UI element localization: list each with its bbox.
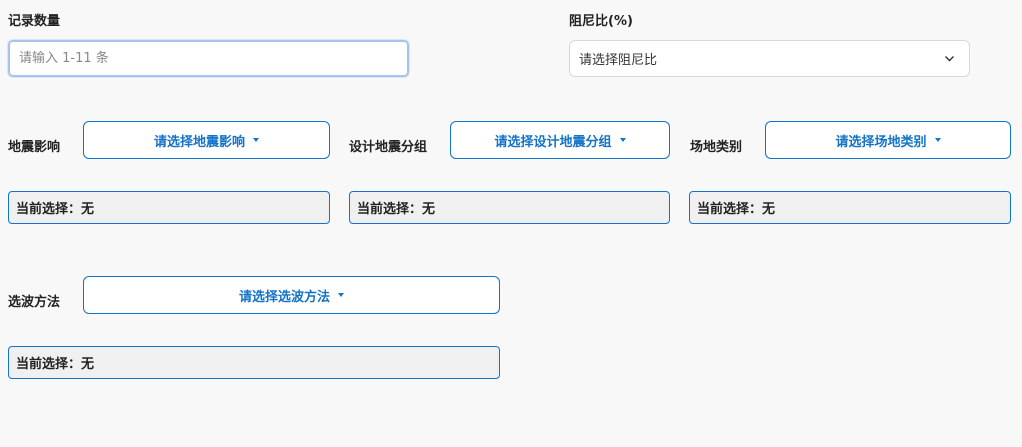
record-count-label: 记录数量 — [8, 14, 61, 29]
site-class-current-selection: 当前选择：无 — [689, 191, 1011, 224]
wave-method-current-selection: 当前选择：无 — [8, 346, 500, 379]
wave-method-label: 选波方法 — [8, 295, 61, 310]
seismic-effect-dropdown-button[interactable]: 请选择地震影响 — [83, 121, 330, 159]
wave-method-button-label: 请选择选波方法 — [238, 289, 330, 305]
caret-down-icon — [934, 138, 941, 142]
damping-select[interactable]: 请选择阻尼比 — [569, 40, 970, 77]
design-group-button-label: 请选择设计地震分组 — [494, 134, 612, 150]
damping-selected-value: 请选择阻尼比 — [579, 53, 658, 68]
site-class-button-label: 请选择场地类别 — [835, 134, 927, 150]
seismic-effect-current-selection: 当前选择：无 — [8, 191, 330, 224]
caret-down-icon — [338, 293, 344, 297]
site-class-label: 场地类别 — [690, 140, 743, 155]
caret-down-icon — [619, 138, 626, 142]
caret-down-icon — [253, 138, 259, 142]
design-group-label: 设计地震分组 — [349, 140, 428, 155]
seismic-effect-label: 地震影响 — [8, 140, 61, 155]
chevron-down-icon — [944, 53, 955, 64]
site-class-dropdown-button[interactable]: 请选择场地类别 — [765, 121, 1011, 159]
wave-method-dropdown-button[interactable]: 请选择选波方法 — [83, 276, 500, 314]
design-group-current-selection: 当前选择：无 — [349, 191, 670, 224]
record-count-input[interactable] — [8, 40, 409, 77]
seismic-effect-button-label: 请选择地震影响 — [153, 134, 245, 150]
damping-label: 阻尼比(%) — [569, 14, 633, 29]
design-group-dropdown-button[interactable]: 请选择设计地震分组 — [450, 121, 670, 159]
